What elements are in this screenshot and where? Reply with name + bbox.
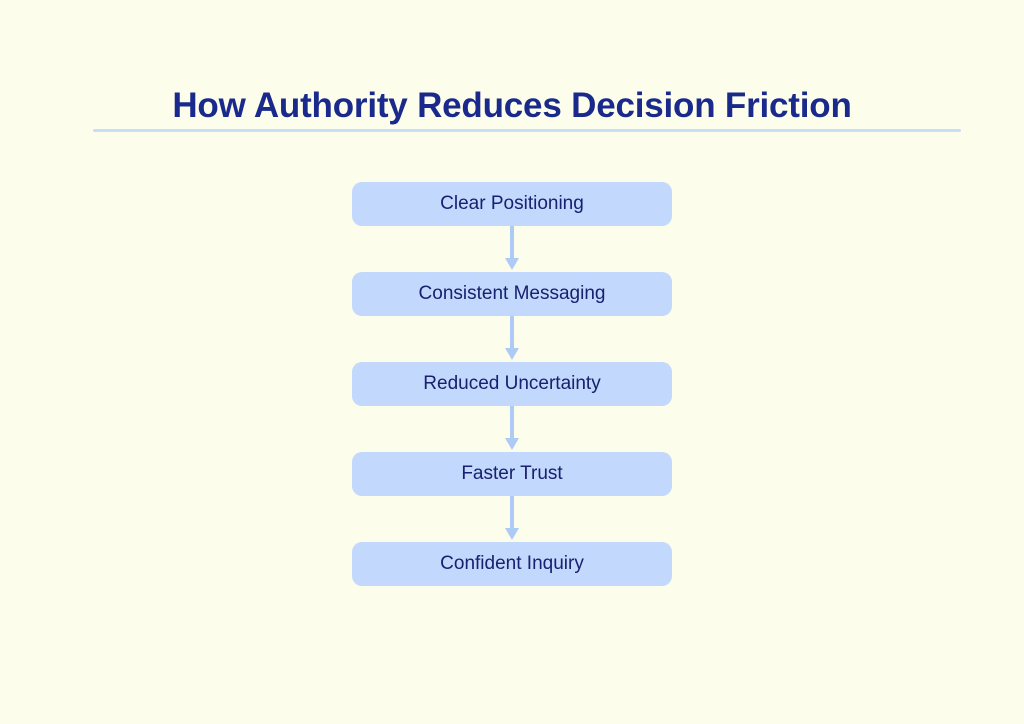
page-title: How Authority Reduces Decision Friction xyxy=(172,86,852,125)
flow-node-label: Faster Trust xyxy=(461,463,563,484)
flow-node-faster-trust[interactable]: Faster Trust xyxy=(352,452,672,496)
flow-node-reduced-uncertainty[interactable]: Reduced Uncertainty xyxy=(352,362,672,406)
flow-node-clear-positioning[interactable]: Clear Positioning xyxy=(352,182,672,226)
flow-node-consistent-messaging[interactable]: Consistent Messaging xyxy=(352,272,672,316)
flow-node-label: Reduced Uncertainty xyxy=(423,373,601,394)
arrow-down-icon xyxy=(505,406,519,450)
flow-connector-3 xyxy=(352,406,672,452)
flow-connector-2 xyxy=(352,316,672,362)
flow-node-confident-inquiry[interactable]: Confident Inquiry xyxy=(352,542,672,586)
flow-connector-1 xyxy=(352,226,672,272)
flow-node-label: Confident Inquiry xyxy=(440,553,584,574)
flowchart: Clear Positioning Consistent Messaging R… xyxy=(352,182,672,586)
title-block: How Authority Reduces Decision Friction xyxy=(0,84,1024,128)
flow-node-label: Consistent Messaging xyxy=(418,283,606,304)
title-underline-rule xyxy=(93,129,961,132)
flow-node-label: Clear Positioning xyxy=(440,193,584,214)
arrow-down-icon xyxy=(505,226,519,270)
flow-connector-4 xyxy=(352,496,672,542)
arrow-down-icon xyxy=(505,496,519,540)
arrow-down-icon xyxy=(505,316,519,360)
